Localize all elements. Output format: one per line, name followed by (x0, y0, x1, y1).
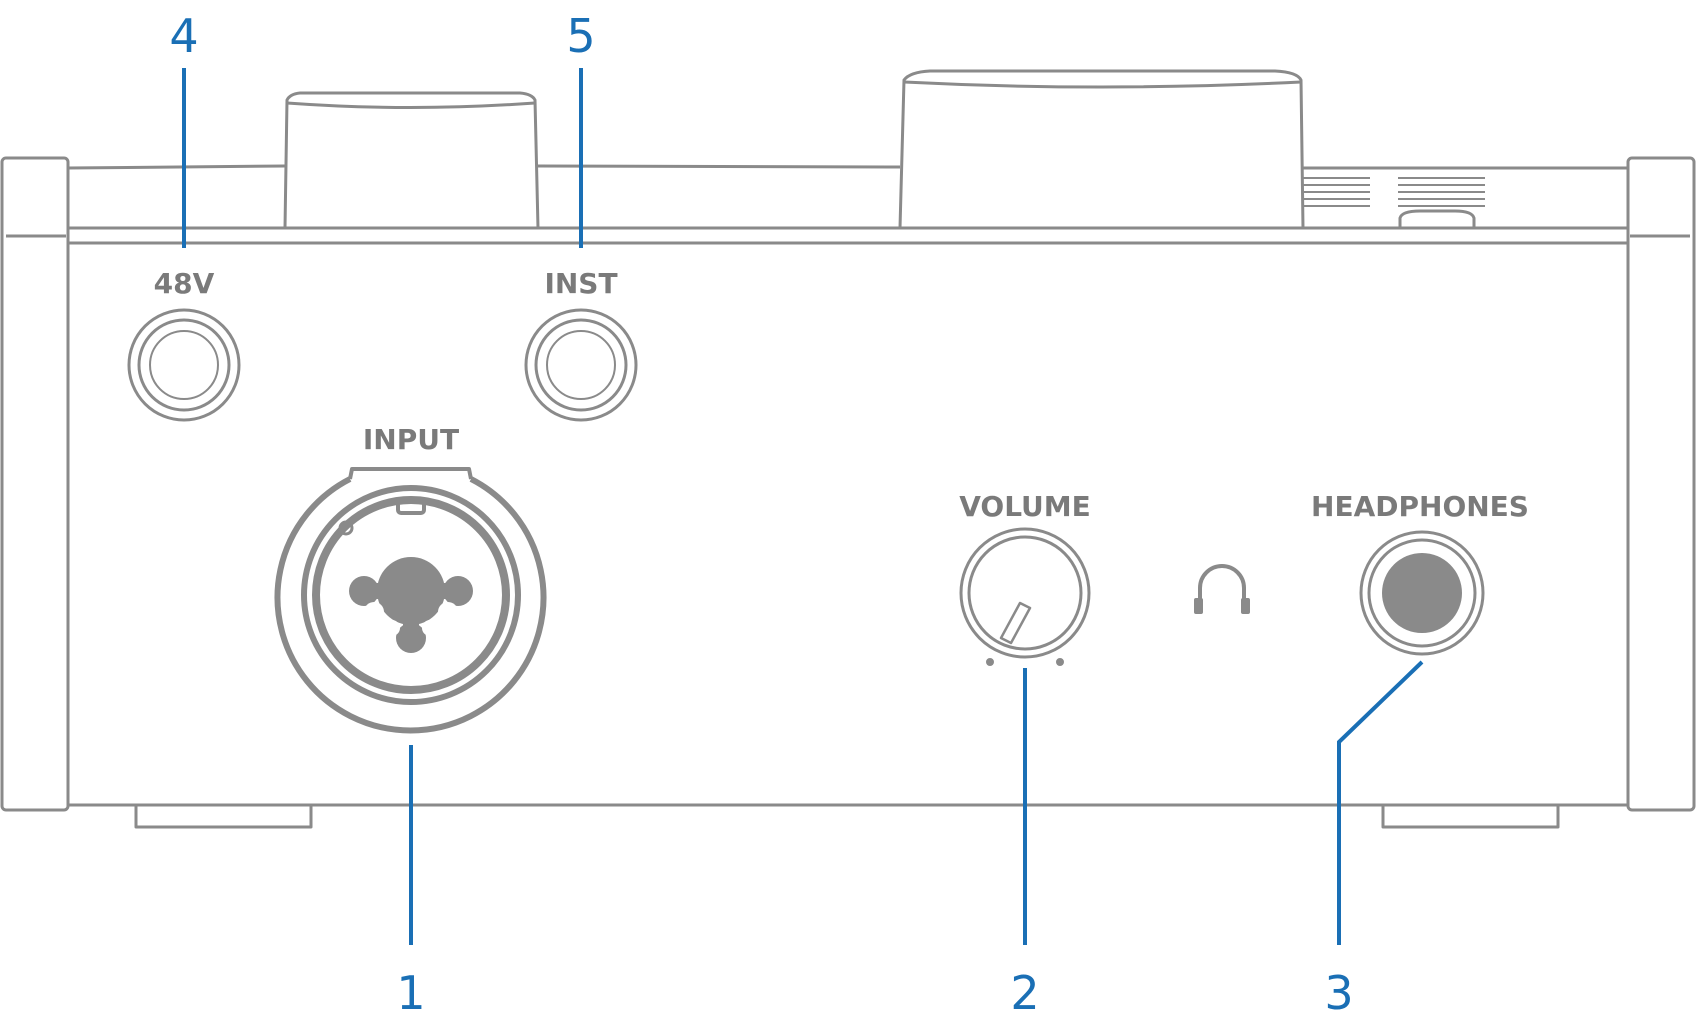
front-face (66, 241, 1630, 807)
callout-number-5: 5 (566, 9, 595, 63)
rear-vent-left (1303, 177, 1370, 207)
volume-knob[interactable] (959, 527, 1091, 666)
left-end-cap (0, 156, 70, 812)
top-monitor-knob (898, 69, 1305, 229)
phantom-power-button[interactable] (127, 308, 241, 422)
top-rail (67, 164, 1628, 245)
callout-line-3 (1337, 660, 1424, 945)
headphones-jack[interactable] (1359, 530, 1485, 656)
phantom-power-label: 48V (154, 267, 215, 300)
right-foot (1381, 805, 1560, 829)
input-label: INPUT (363, 423, 459, 456)
instrument-button[interactable] (524, 308, 638, 422)
headphones-label: HEADPHONES (1311, 490, 1529, 523)
right-end-cap (1626, 156, 1696, 812)
callout-number-1: 1 (396, 966, 425, 1020)
callout-number-3: 3 (1324, 966, 1353, 1020)
combo-input-jack[interactable] (274, 467, 547, 734)
rear-usb-port (1398, 209, 1476, 228)
volume-label: VOLUME (959, 490, 1091, 523)
top-gain-knob (283, 91, 540, 229)
callout-number-2: 2 (1010, 966, 1039, 1020)
callout-number-4: 4 (169, 9, 198, 63)
instrument-label: INST (544, 267, 617, 300)
left-foot (134, 805, 313, 829)
rear-vent-right (1398, 177, 1485, 207)
headphones-icon (1194, 564, 1250, 614)
